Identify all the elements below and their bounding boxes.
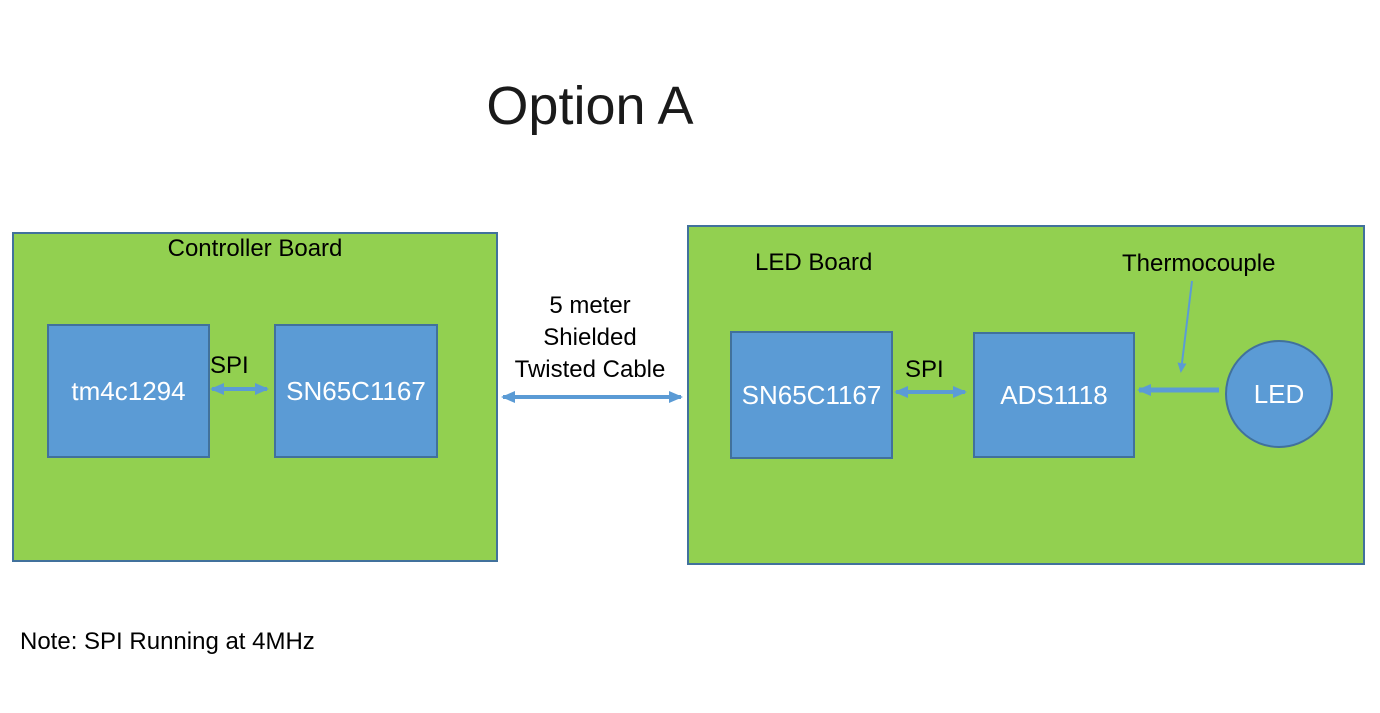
chip-ads1118-label: ADS1118 [1000, 379, 1108, 410]
chip-tm4c1294: tm4c1294 [47, 324, 210, 458]
chip-sn65c1167-controller: SN65C1167 [274, 324, 438, 458]
chip-tm4c1294-label: tm4c1294 [71, 375, 186, 406]
cable-label-line1: 5 meter [549, 292, 631, 319]
cable-label-line3: Twisted Cable [514, 356, 666, 383]
chip-sn65c1167-controller-label: SN65C1167 [286, 375, 426, 406]
thermocouple-label: Thermocouple [1122, 250, 1276, 277]
cable-label-line2: Shielded [543, 324, 637, 351]
spi-label-controller: SPI [210, 352, 249, 379]
spi-label-led: SPI [905, 356, 944, 383]
led-circle-label: LED [1253, 378, 1305, 409]
chip-ads1118: ADS1118 [973, 332, 1135, 458]
chip-sn65c1167-led-label: SN65C1167 [741, 379, 882, 410]
cable-label: 5 meter Shielded Twisted Cable [490, 290, 690, 386]
controller-board-label: Controller Board [167, 235, 343, 262]
controller-board-group: Controller Board tm4c1294 SN65C1167 [12, 232, 498, 562]
note-text: Note: SPI Running at 4MHz [20, 628, 315, 655]
led-board-label: LED Board [755, 249, 873, 276]
slide-title: Option A [486, 76, 694, 136]
chip-sn65c1167-led: SN65C1167 [730, 331, 893, 459]
led-board-group: LED Board SN65C1167 ADS1118 LED [687, 225, 1365, 565]
led-circle: LED [1225, 340, 1333, 448]
